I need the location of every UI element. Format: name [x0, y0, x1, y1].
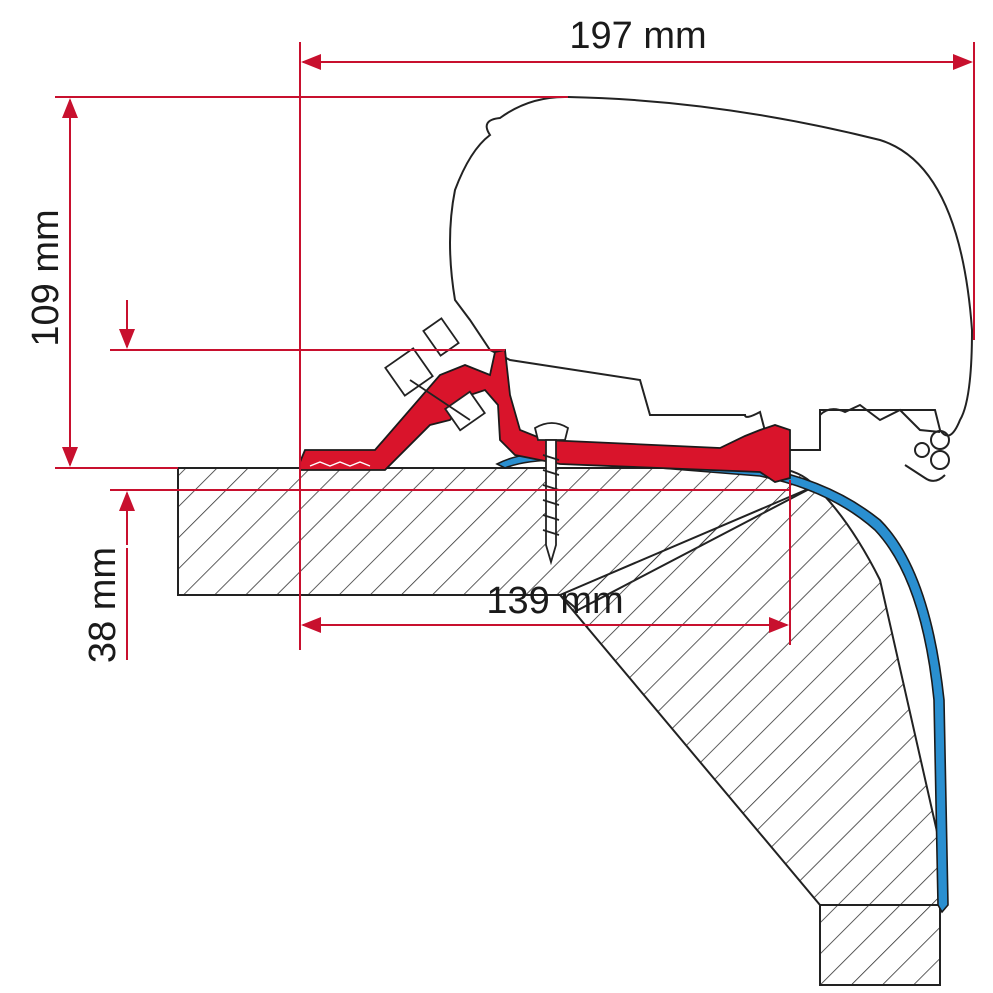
cassette-end-profile [819, 403, 950, 482]
bolt-assembly [384, 317, 486, 432]
adapter-width-label: 139 mm [486, 580, 623, 622]
adapter-serration [309, 461, 371, 467]
width-total-label: 197 mm [569, 15, 706, 57]
height-total-label: 109 mm [25, 209, 67, 346]
roof-wall [177, 467, 941, 986]
awning-cassette [449, 95, 974, 451]
roof-screw [533, 422, 570, 566]
roof-offset-label: 38 mm [82, 547, 124, 663]
dimension-lines [55, 42, 975, 660]
wall-post [819, 904, 941, 986]
